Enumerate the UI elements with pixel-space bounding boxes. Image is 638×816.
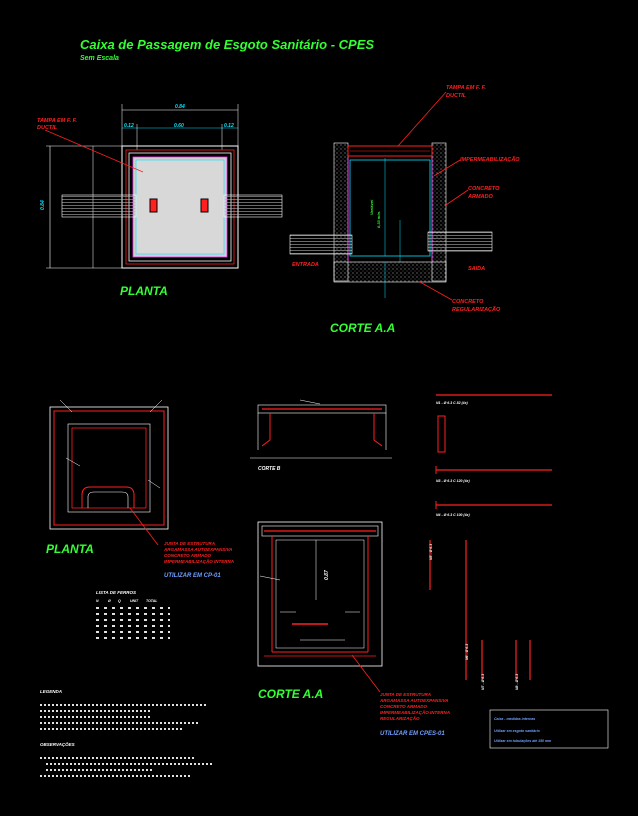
planta-top-view: 0.84 0.12 0.60 0.12 0.84 TAMPA EM F. F. … <box>37 104 283 298</box>
svg-text:JUNTA DE ESTRUTURA: JUNTA DE ESTRUTURA <box>380 692 431 697</box>
label-concreto: CONCRETO <box>468 186 500 192</box>
corte-b-section: CORTE B <box>250 399 392 472</box>
corte-bottom-section: 0.87 JUNTA DE ESTRUTURA ARGAMASSA AUTOEX… <box>257 521 450 737</box>
svg-text:REGULARIZAÇÃO: REGULARIZAÇÃO <box>380 715 420 721</box>
svg-text:Variável: Variável <box>369 199 374 215</box>
svg-text:Caixa - medidas internas: Caixa - medidas internas <box>494 717 535 721</box>
dim-084-top: 0.84 <box>175 104 185 110</box>
label-utilizar-cpes01: UTILIZAR EM CPES-01 <box>380 731 445 737</box>
svg-text:N6 - Ø 6.3: N6 - Ø 6.3 <box>465 644 469 660</box>
drawing-title: Caixa de Passagem de Esgoto Sanitário - … <box>80 37 374 52</box>
label-tampa-left: TAMPA EM F. F. <box>37 118 77 124</box>
svg-text:N5 - Ø 6.3: N5 - Ø 6.3 <box>429 544 433 560</box>
note-box: Caixa - medidas internas Utilizar em esg… <box>489 709 609 749</box>
dim-060: 0.60 <box>174 123 184 129</box>
svg-text:UNIT: UNIT <box>130 599 139 603</box>
svg-text:CONCRETO ARMADO: CONCRETO ARMADO <box>164 553 211 558</box>
label-observacoes: OBSERVAÇÕES <box>40 741 75 747</box>
svg-text:ARGAMASSA AUTOEXPANSIVA: ARGAMASSA AUTOEXPANSIVA <box>379 698 448 703</box>
svg-text:N1 - Ø 6.3 C 82 (4x): N1 - Ø 6.3 C 82 (4x) <box>436 401 469 405</box>
dim-084-left: 0.84 <box>40 200 46 210</box>
rebar-details: N1 - Ø 6.3 C 82 (4x) N3 - Ø 6.3 C 120 (4… <box>429 394 552 690</box>
legend-block: LEGENDA OBSERVAÇÕES <box>40 689 212 777</box>
label-regularizacao: REGULARIZAÇÃO <box>452 306 501 313</box>
label-ductil-left: DUCTIL <box>37 125 58 131</box>
svg-text:Ø: Ø <box>108 599 111 603</box>
svg-text:TOTAL: TOTAL <box>146 599 157 603</box>
svg-text:JUNTA DE ESTRUTURA: JUNTA DE ESTRUTURA <box>164 541 215 546</box>
label-corte-top: CORTE A.A <box>330 321 395 335</box>
planta-bottom-view: JUNTA DE ESTRUTURA ARGAMASSA AUTOEXPANSI… <box>46 399 234 579</box>
svg-text:IMPERMEABILIZAÇÃO INTERNA: IMPERMEABILIZAÇÃO INTERNA <box>380 709 450 715</box>
svg-text:N3 - Ø 6.3 C 120 (4x): N3 - Ø 6.3 C 120 (4x) <box>436 479 470 483</box>
label-planta-bottom: PLANTA <box>46 542 94 556</box>
label-ductil-right: DUCTIL <box>446 93 467 99</box>
label-planta-top: PLANTA <box>120 284 168 298</box>
svg-text:Utilizar em esgoto sanitário: Utilizar em esgoto sanitário <box>494 729 541 733</box>
svg-text:N4 - Ø 6.3 C 100 (4x): N4 - Ø 6.3 C 100 (4x) <box>436 513 470 517</box>
svg-text:N: N <box>96 599 99 603</box>
lista-ferros-table: LISTA DE FERROS N Ø Q UNIT TOTAL <box>96 590 170 639</box>
svg-text:IMPERMEABILIZAÇÃO INTERNA: IMPERMEABILIZAÇÃO INTERNA <box>164 558 234 564</box>
label-tampa-right: TAMPA EM F. F. <box>446 85 486 91</box>
label-impermeabilizacao: IMPERMEABILIZAÇÃO <box>460 156 520 163</box>
label-legenda: LEGENDA <box>40 689 62 694</box>
label-corte-bottom: CORTE A.A <box>258 687 323 701</box>
dim-012-right: 0.12 <box>224 123 234 129</box>
dim-012-left: 0.12 <box>124 123 134 129</box>
svg-text:N8 - Ø 6.3: N8 - Ø 6.3 <box>515 674 519 690</box>
svg-text:Q: Q <box>118 599 121 603</box>
label-corte-b: CORTE B <box>258 466 281 472</box>
svg-text:0,33 mín.: 0,33 mín. <box>376 211 381 228</box>
label-concreto-reg: CONCRETO <box>452 299 484 305</box>
svg-text:Utilizar em tubulações até 150: Utilizar em tubulações até 150 mm <box>494 739 551 743</box>
drawing-subtitle: Sem Escala <box>80 55 119 62</box>
label-utilizar-cp01: UTILIZAR EM CP-01 <box>164 573 221 579</box>
svg-text:CONCRETO ARMADO: CONCRETO ARMADO <box>380 704 427 709</box>
dim-087: 0.87 <box>324 570 330 580</box>
svg-text:N7 - Ø 6.3: N7 - Ø 6.3 <box>481 674 485 690</box>
corte-top-section: Variável 0,33 mín. TAMPA EM F. F. DUCTIL… <box>289 85 520 335</box>
label-lista-ferros: LISTA DE FERROS <box>96 590 136 595</box>
label-entrada: ENTRADA <box>292 262 319 268</box>
label-armado: ARMADO <box>467 194 493 200</box>
svg-text:ARGAMASSA AUTOEXPANSIVA: ARGAMASSA AUTOEXPANSIVA <box>163 547 232 552</box>
label-saida: SAIDA <box>468 266 485 272</box>
